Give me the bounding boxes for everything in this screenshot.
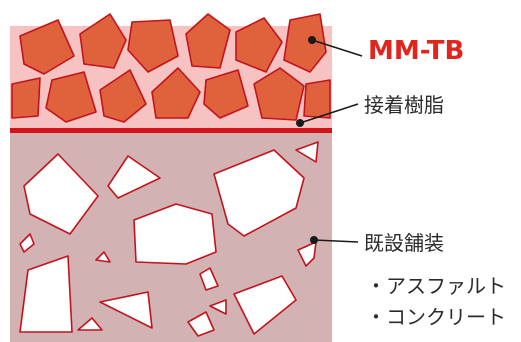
leader-dot — [310, 236, 318, 244]
pavement-type-asphalt: ・アスファルト — [366, 274, 506, 298]
aggregate-stone — [45, 71, 97, 123]
pavement-stone — [295, 141, 319, 163]
leader-line-mmtb — [311, 39, 363, 57]
pavement-stone — [233, 275, 297, 335]
pavement-stone — [133, 203, 217, 265]
aggregate-stone — [185, 13, 231, 69]
aggregate-stone — [151, 67, 201, 119]
pavement-stone — [95, 251, 111, 263]
leader-line-pavement — [313, 239, 359, 243]
aggregate-stone — [127, 19, 179, 73]
leader-dot — [296, 119, 304, 127]
pavement-stones — [19, 141, 319, 337]
aggregate-stone — [253, 67, 305, 121]
pavement-stone — [209, 299, 227, 315]
adhesive-resin-line — [10, 128, 332, 133]
pavement-stone — [213, 149, 305, 237]
pavement-stone — [199, 267, 219, 291]
adhesive-resin-label: 接着樹脂 — [364, 93, 444, 117]
leader-line-adhesive — [299, 103, 359, 124]
aggregate-stone — [19, 19, 75, 75]
leader-dot — [308, 36, 316, 44]
pavement-stone — [99, 291, 153, 329]
aggregate-stone — [79, 13, 127, 69]
aggregate-stones — [11, 13, 331, 123]
pavement-stone — [297, 241, 317, 267]
aggregate-stone — [11, 77, 41, 119]
pavement-type-concrete: ・コンクリート — [366, 305, 506, 329]
pavement-stone — [19, 233, 35, 253]
pavement-stone — [107, 155, 161, 199]
aggregate-stone — [235, 17, 283, 73]
pavement-stone — [77, 317, 103, 331]
pavement-stone — [187, 311, 215, 337]
aggregate-stone — [99, 69, 147, 123]
pavement-stone — [19, 255, 73, 333]
mmtb-label: MM-TB — [368, 36, 465, 66]
existing-pavement-label: 既設舗装 — [364, 231, 444, 255]
aggregate-stone — [303, 79, 331, 119]
pavement-stone — [23, 153, 99, 235]
aggregate-stone — [283, 13, 327, 73]
aggregate-stone — [203, 69, 249, 119]
leader-lines — [296, 36, 363, 244]
